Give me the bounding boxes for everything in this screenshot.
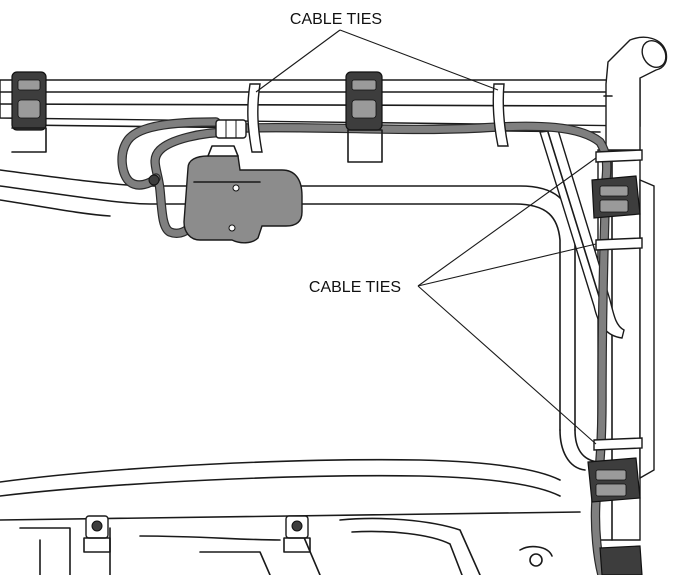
cable-connector <box>215 119 247 139</box>
cable-tie-top-right <box>492 83 509 147</box>
pillar-clamp-lower <box>587 457 641 503</box>
cable-tie-top-left <box>247 83 263 153</box>
pillar-clamp-upper <box>591 175 641 219</box>
bottom-bolt-right <box>283 515 311 553</box>
callout-cable-ties-right: CABLE TIES <box>309 279 401 296</box>
pillar-clamp-bottom <box>599 545 643 575</box>
top-clamp-left <box>11 71 47 153</box>
cable-tie-pillar-2 <box>595 237 643 251</box>
leader-lines-right <box>417 157 597 445</box>
crossbar-bolt <box>148 174 160 186</box>
cable-tie-pillar-3 <box>593 437 643 451</box>
cable-tie-pillar-1 <box>595 149 643 163</box>
leader-lines-top <box>255 29 499 93</box>
top-clamp-center <box>345 71 383 163</box>
electrical-module <box>183 145 303 244</box>
callout-cable-ties-top: CABLE TIES <box>290 11 382 28</box>
bottom-bolt-left <box>83 515 111 553</box>
